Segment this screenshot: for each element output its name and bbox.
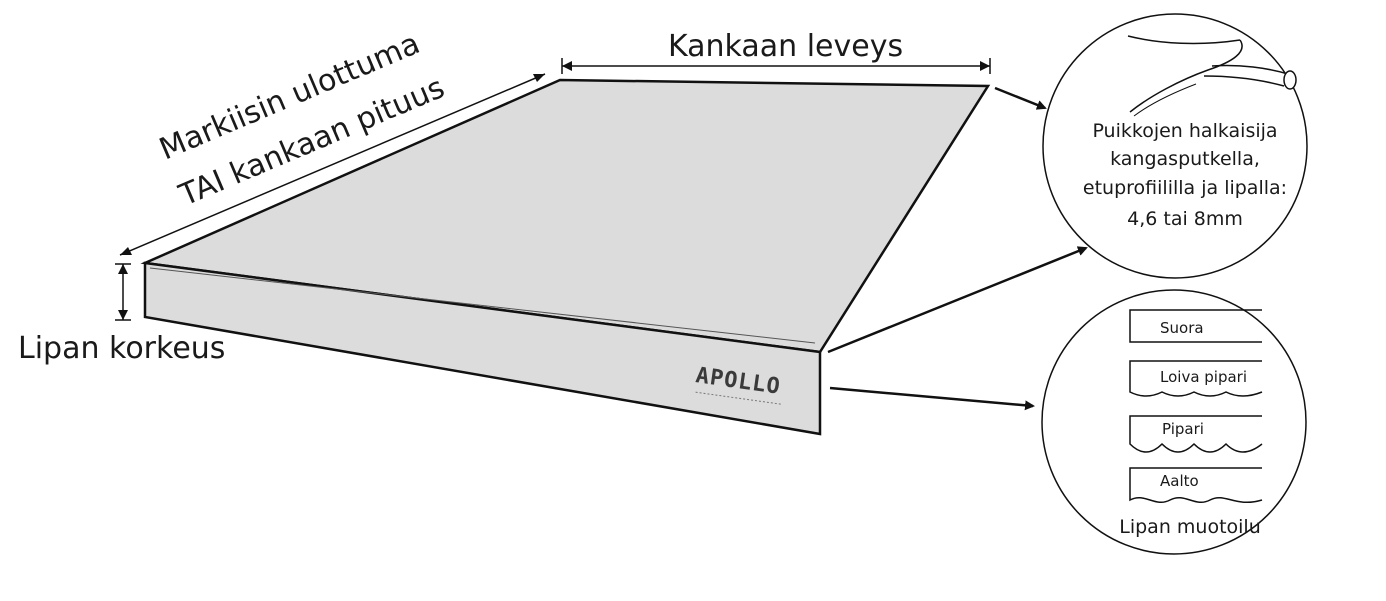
valance-shape-loiva-pipari-label: Loiva pipari — [1160, 368, 1247, 386]
rod-detail-line-1: Puikkojen halkaisija — [1092, 120, 1277, 142]
valance-shape-aalto-label: Aalto — [1160, 472, 1199, 490]
valance-shape-circle — [1041, 289, 1307, 555]
rod-detail-line-4: 4,6 tai 8mm — [1127, 208, 1243, 230]
valance-shape-suora-label: Suora — [1160, 319, 1204, 337]
valance-shape-suora: Suora — [1129, 309, 1262, 343]
valance-shape-pipari: Pipari — [1129, 415, 1263, 453]
pointer-arrow-rod-detail — [994, 86, 1047, 110]
valance-height-label: Lipan korkeus — [18, 331, 225, 366]
width-label: Kankaan leveys — [668, 29, 903, 64]
valance-shape-aalto: Aalto — [1129, 467, 1263, 504]
pointer-arrow-valance-shape — [829, 386, 1035, 411]
rod-detail-circle — [1042, 13, 1308, 279]
length-dimension-line — [119, 73, 546, 256]
valance-shape-title: Lipan muotoilu — [1119, 516, 1261, 538]
valance-shape-pipari-label: Pipari — [1162, 420, 1204, 438]
rod-detail-line-2: kangasputkella, — [1110, 148, 1260, 170]
rod-pocket-illustration — [1127, 35, 1297, 117]
rod-detail-line-3: etuprofiililla ja lipalla: — [1083, 177, 1287, 199]
valance-fold-line — [149, 267, 816, 344]
valance-shape-loiva-pipari: Loiva pipari — [1129, 360, 1263, 397]
pointer-arrow-rod-detail-2 — [827, 246, 1088, 354]
awning-valance — [143, 261, 822, 436]
